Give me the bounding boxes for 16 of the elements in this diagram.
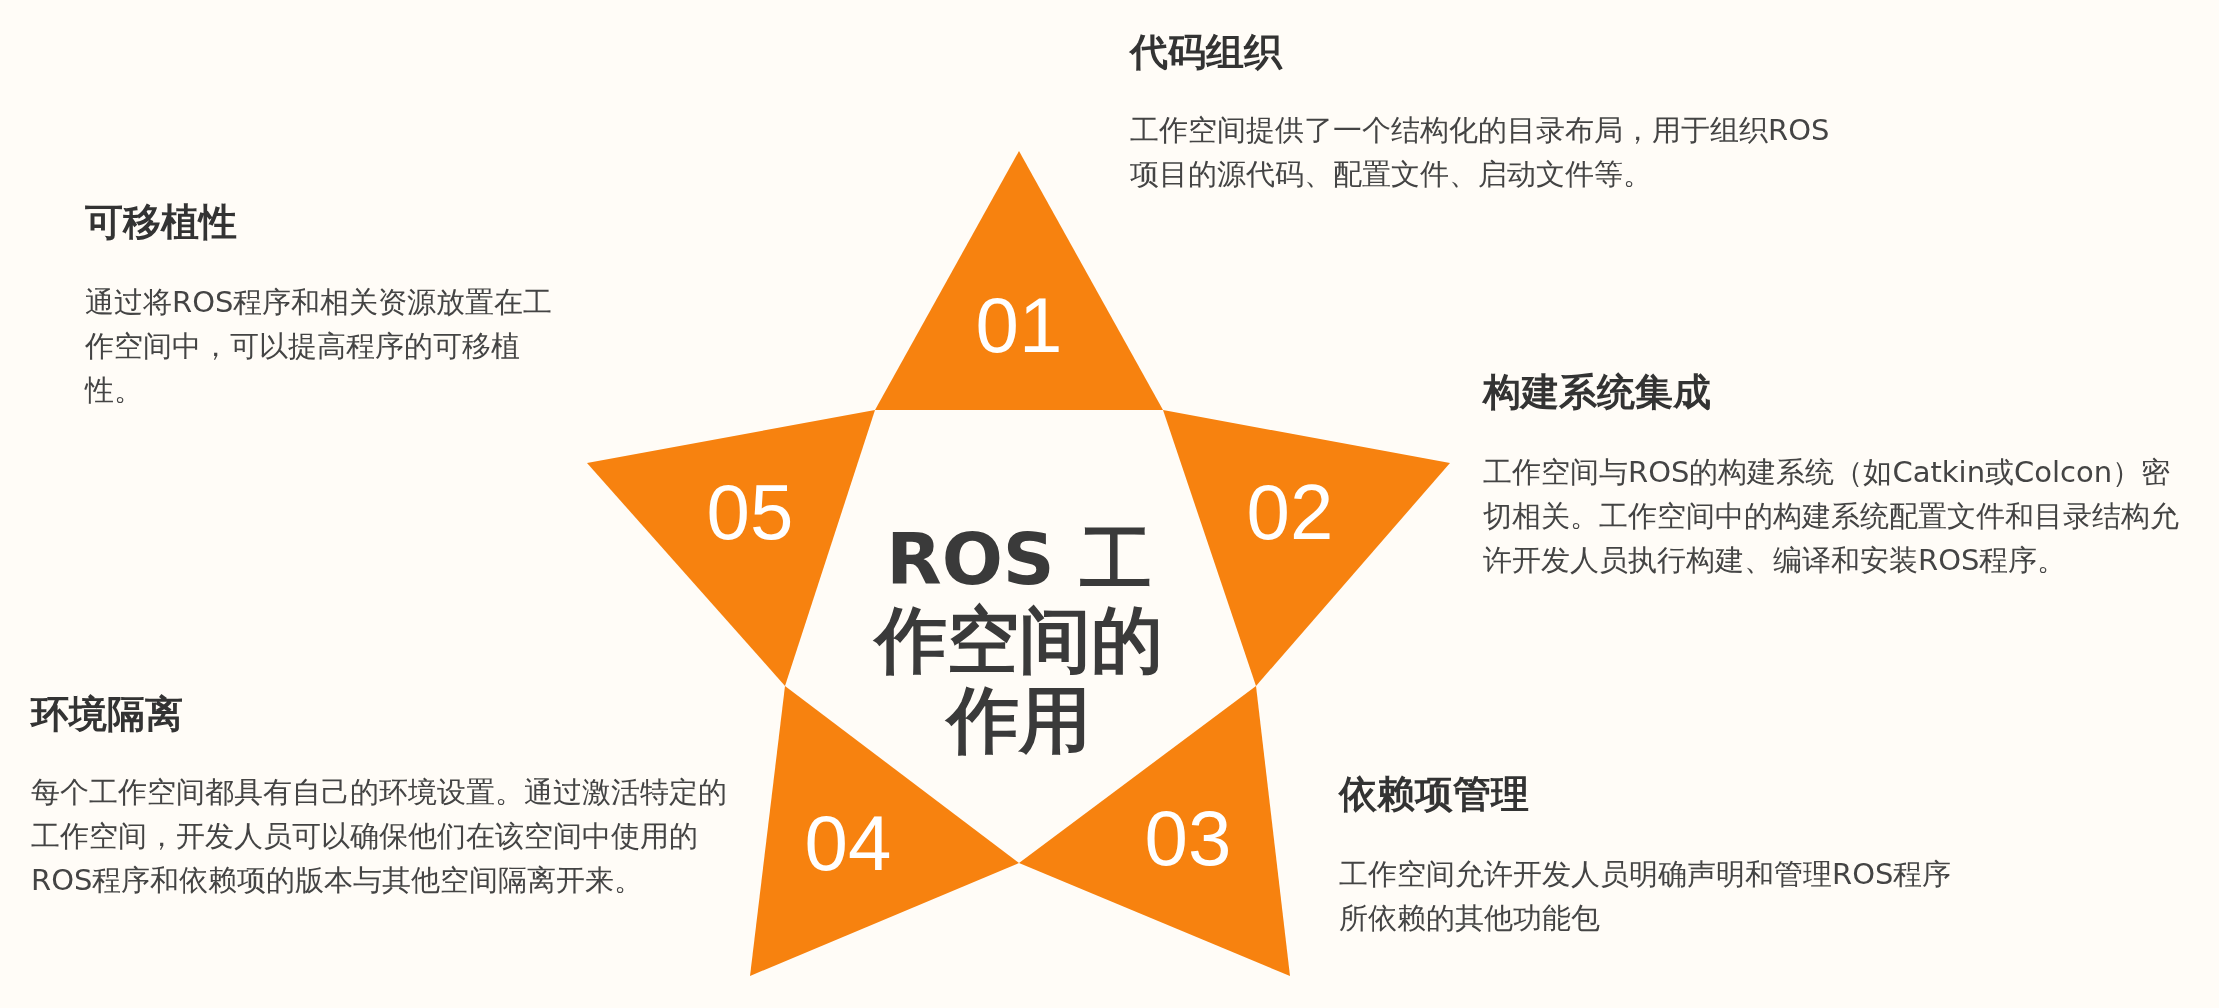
section-heading: 依赖项管理 [1339,772,1530,818]
step-number: 05 [706,473,794,551]
section-heading: 构建系统集成 [1483,370,1712,416]
step-number: 04 [804,804,892,882]
description-text: 每个工作空间都具有自己的环境设置。通过激活特定的工作空间，开发人员可以确保他们在该空间中使用的ROS程序和依赖项的版本与其他空间隔离开来。 [31,774,728,899]
step-number: 02 [1246,473,1334,551]
center-title: ROS 工作空间的作用 [872,519,1164,761]
section-heading: 代码组织 [1130,30,1284,76]
description-text: 工作空间允许开发人员明确声明和管理ROS程序所依赖的其他功能包 [1339,856,1953,937]
section-heading: 可移植性 [85,200,238,246]
section-heading: 环境隔离 [31,692,184,738]
description-text: 通过将ROS程序和相关资源放置在工作空间中，可以提高程序的可移植性。 [85,284,554,409]
description-text: 工作空间与ROS的构建系统（如Catkin或Colcon）密切相关。工作空间中的构建系统配置文件和目录结构允许开发人员执行构建、编译和安装ROS程序。 [1483,454,2180,579]
step-number: 03 [1144,799,1232,877]
description-text: 工作空间提供了一个结构化的目录布局，用于组织ROS项目的源代码、配置文件、启动文件等。 [1130,112,1830,193]
step-number: 01 [975,286,1063,364]
